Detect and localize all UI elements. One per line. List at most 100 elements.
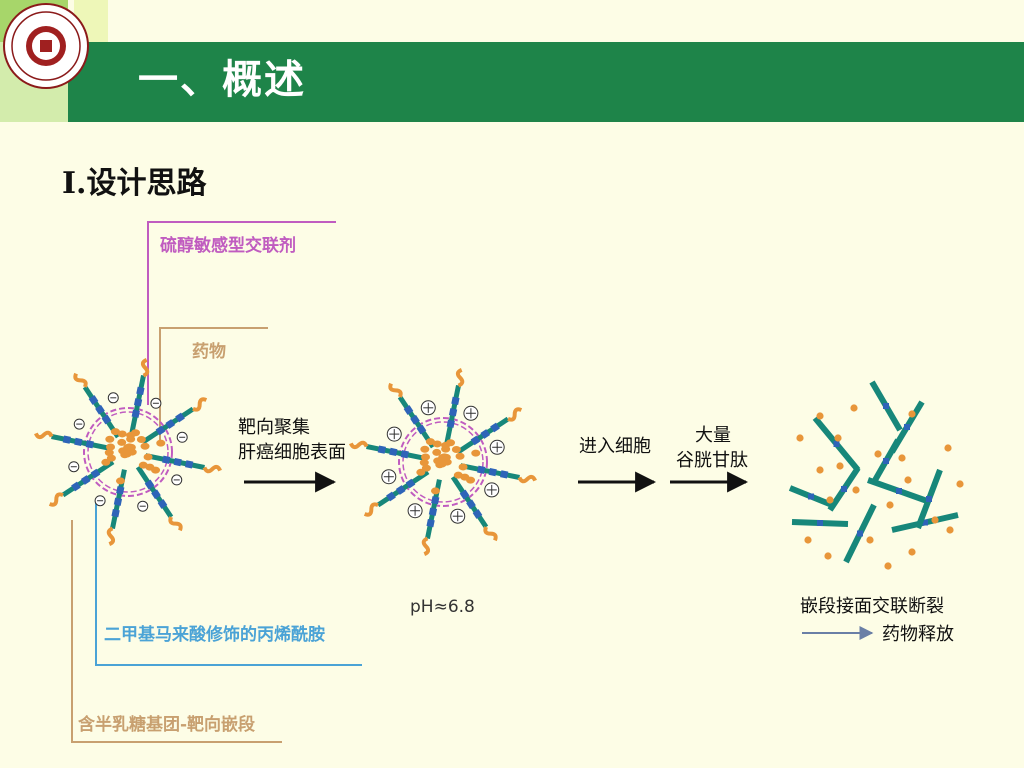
released-drug-particle [944,444,952,452]
dmma-block [922,519,928,526]
dmma-block [817,520,823,526]
drug-particle [117,438,127,446]
dmma-block [88,395,99,405]
drug-particle [437,460,447,468]
dmma-block [131,409,140,418]
dmma-block [151,489,161,500]
drug-particle [106,454,116,462]
dmma-block [400,450,409,459]
dmma-block [74,437,83,447]
dmma-block [133,398,143,407]
galactose-label: 含半乳糖基团-靶向嵌段 [78,714,255,735]
dmma-block [95,404,105,415]
released-drug-particle [852,486,860,494]
dmma-leader-line [95,500,362,666]
dmma-block [466,499,476,510]
drug-particle [432,448,442,456]
dmma-block [410,414,420,425]
release-label-line2: 药物释放 [882,624,954,645]
drug-particle [105,435,115,443]
dmma-block [857,530,863,537]
galactose-tail [363,502,379,517]
step1-label-line1: 靶向聚集 [238,417,310,438]
page-title: 一、概述 [138,56,306,103]
dmma-block [480,429,491,439]
dmma-block [477,465,486,474]
drug-particle [143,453,153,461]
dmma-block [386,491,396,502]
drug-label: 药物 [192,341,226,362]
galactose-tail [140,358,150,378]
release-label-line1: 嵌段接面交联断裂 [800,596,944,617]
dmma-block [416,424,427,435]
drug-particle [126,435,136,443]
drug-particle [451,446,461,454]
dmma-block [896,488,902,494]
dmma-block [883,458,889,464]
dmma-block [833,441,840,447]
step3-label-line2: 谷胱甘肽 [676,450,748,471]
step3-label-line1: 大量 [695,425,731,446]
dmma-block [85,440,94,449]
drug-particle [110,428,120,436]
step2-label: 进入细胞 [579,436,651,457]
released-drug-particle [816,412,824,420]
galactose-leader-line [71,520,282,743]
drug-particle [122,450,132,458]
released-drug-particle [816,466,824,474]
dmma-block [62,435,71,444]
dmma-block [111,509,120,518]
dmma-block [175,412,185,423]
dmma-block [883,403,889,409]
university-seal-icon [3,3,89,89]
drug-particle [430,487,440,495]
dmma-block [403,405,414,415]
released-drug-particle [904,476,912,484]
dmma-block [808,493,814,500]
galactose-tail [73,372,88,388]
released-drug-particle [956,480,964,488]
drug-particle [106,443,116,451]
released-drug-particle [804,536,812,544]
drug-particle [421,464,431,472]
step1-label-line2: 肝癌细胞表面 [238,442,346,463]
drug-particle [458,463,468,471]
galactose-tail [192,397,208,412]
drug-particle [453,471,463,479]
drug-particle [151,466,161,474]
released-drug-particle [826,496,834,504]
section-heading: Ⅰ.设计思路 [62,166,207,201]
drug-particle [419,459,429,467]
drug-particle [471,449,481,457]
drug-particle [101,458,111,466]
title-band [68,42,1024,122]
crosslink-shell [402,421,484,503]
dmma-block [500,470,509,479]
dmma-block [490,422,500,433]
dmma-block [448,408,458,417]
micelle-negative [34,358,222,546]
crosslinker-label: 硫醇敏感型交联剂 [160,235,296,256]
released-drug-particle [874,450,882,458]
drug-particle [420,445,430,453]
dmma-block [136,386,145,395]
dmma-block [428,507,438,516]
galactose-tail [483,526,498,542]
drug-particle [416,468,426,476]
drug-particle [115,477,125,485]
released-drug-particle [908,410,916,418]
galactose-tail [168,516,183,532]
dmma-block [113,497,123,506]
dmma-block [162,455,171,464]
released-drug-particle [886,501,894,509]
drug-particle [466,476,476,484]
galactose-tail [349,440,369,450]
crosslink-shell [83,407,173,497]
crosslinker-leader-line [147,221,336,405]
dmma-block [841,486,847,492]
galactose-tail [421,536,431,556]
dmma-block [451,396,460,405]
dmma-block [157,499,168,509]
drug-particle [140,442,150,450]
